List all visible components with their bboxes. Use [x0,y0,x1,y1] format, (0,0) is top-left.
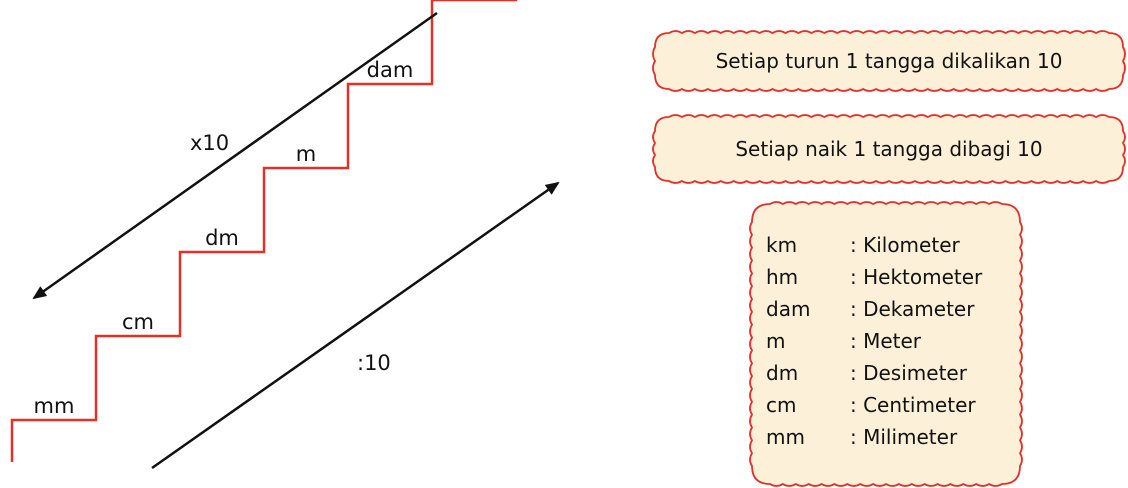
rule-box-down-frame [652,30,1126,92]
rule-up-text: Setiap naik 1 tangga dibagi 10 [735,137,1042,161]
multiply-label: x10 [190,131,229,155]
legend-name-hm: : Hektometer [850,265,983,289]
arrow-down-left-icon [32,11,438,300]
step-label-dm: dm [205,226,239,250]
rule-box-down: Setiap turun 1 tangga dikalikan 10 [652,30,1126,92]
rule-box-up-frame [652,114,1126,184]
divide-label: :10 [357,351,391,375]
legend-abbr-m: m [766,329,785,353]
rule-box-up: Setiap naik 1 tangga dibagi 10 [652,114,1126,184]
step-label-dam: dam [367,58,414,82]
legend-abbr-dam: dam [766,297,810,321]
legend-name-m: : Meter [850,329,922,353]
legend-abbr-km: km [766,233,797,257]
divide-arrow: :10 [151,181,560,470]
unit-legend-frame [749,201,1023,487]
staircase-line [10,0,518,462]
legend-name-dm: : Desimeter [850,361,968,385]
step-label-cm: cm [122,310,154,334]
legend-abbr-mm: mm [766,425,805,449]
rule-down-text: Setiap turun 1 tangga dikalikan 10 [716,49,1063,73]
staircase: mmcmdmmdamhmkm [10,0,518,462]
arrow-up-right-icon [151,181,560,470]
multiply-arrow: x10 [32,11,438,300]
legend-name-mm: : Milimeter [850,425,958,449]
step-label-m: m [296,142,316,166]
legend-abbr-hm: hm [766,265,798,289]
legend-abbr-dm: dm [766,361,798,385]
unit-legend: km : Kilometer hm : Hektometer dam : Dekamete… [749,201,1023,487]
legend-name-cm: : Centimeter [850,393,976,417]
step-label-mm: mm [34,394,75,418]
legend-name-km: : Kilometer [850,233,960,257]
legend-abbr-cm: cm [766,393,796,417]
legend-name-dam: : Dekameter [850,297,975,321]
